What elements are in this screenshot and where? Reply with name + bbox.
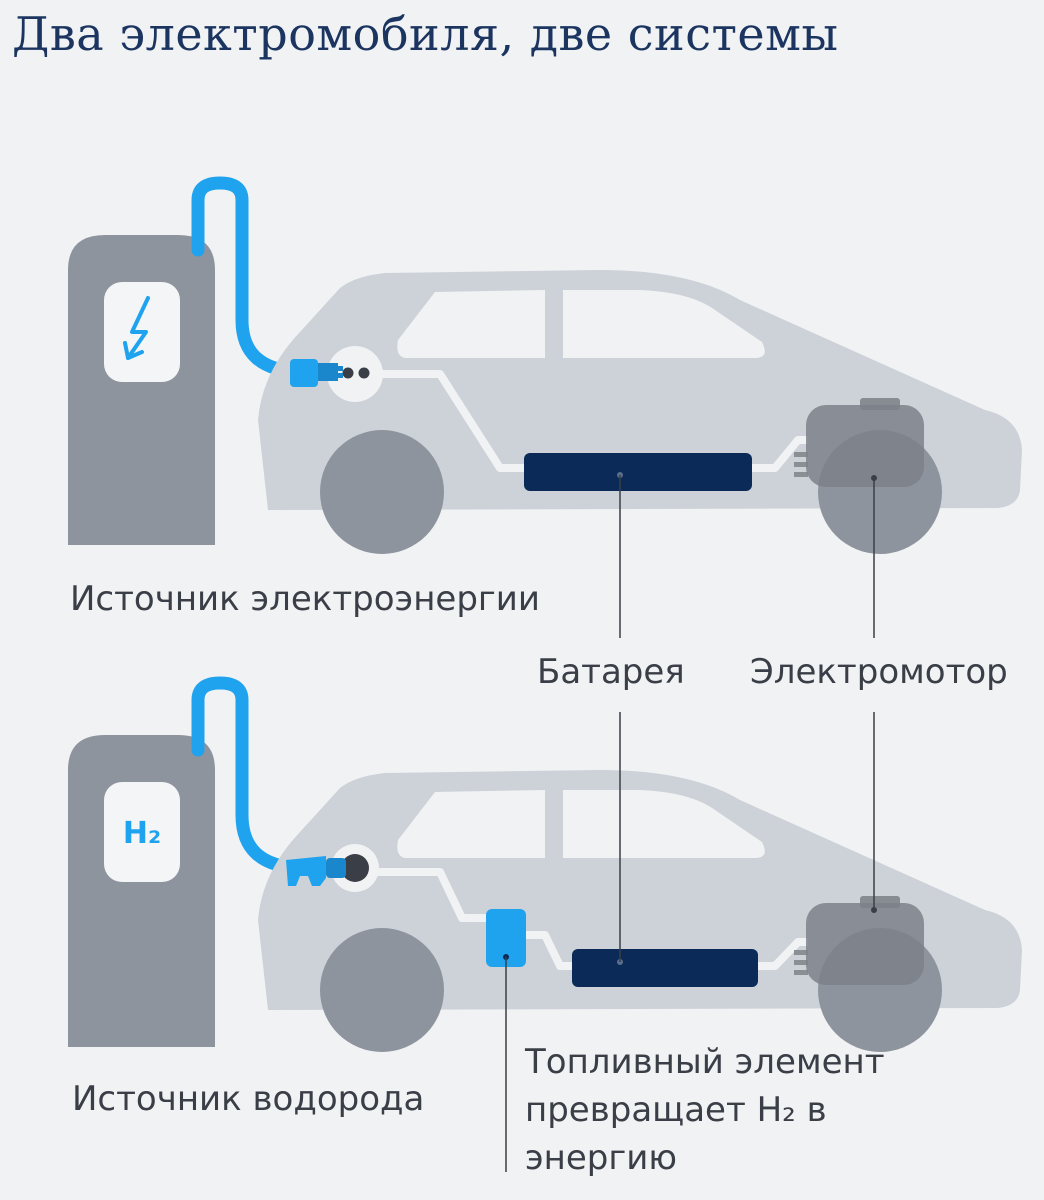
hydrogen-station: [68, 735, 215, 1047]
charging-cable: [191, 176, 307, 379]
fuel-cell-label-line1: Топливный элемент: [524, 1042, 885, 1082]
h2-icon: H₂: [123, 816, 161, 851]
callout-lines: [505, 475, 875, 1172]
hydrogen-source-label: Источник водорода: [72, 1079, 424, 1119]
wiring-harness: [355, 868, 808, 970]
hydrogen-station-icon-box: [104, 782, 180, 882]
electric-plug-icon: [290, 359, 343, 387]
battery-label: Батарея: [537, 652, 685, 692]
electric-source-label: Источник электроэнергии: [70, 579, 540, 619]
battery-pack: [524, 453, 752, 491]
diagram-title: Два электромобиля, две системы: [12, 7, 839, 61]
hydrogen-hose: [191, 676, 307, 875]
front-wheel: [320, 430, 444, 554]
car-front-window: [397, 290, 545, 358]
front-wheel: [320, 928, 444, 1052]
hydrogen-nozzle-icon: [286, 856, 346, 886]
fuel-cell: [486, 909, 526, 967]
car-rear-window: [563, 790, 765, 858]
fuel-cell-ev-group: H₂: [68, 676, 1022, 1052]
fuel-cell-label-line2: превращает H₂ в: [525, 1090, 827, 1130]
battery-ev-group: [68, 176, 1022, 554]
charging-station: [68, 235, 215, 545]
electric-motor-icon: [794, 896, 924, 985]
battery-pack: [572, 949, 758, 987]
car-front-window: [397, 790, 545, 858]
wiring-harness: [355, 370, 808, 472]
fuel-cell-label-line3: энергию: [525, 1138, 677, 1178]
car-rear-window: [563, 290, 765, 358]
electric-motor-icon: [794, 398, 924, 487]
charging-port: [327, 346, 383, 402]
lightning-bolt-icon: [123, 296, 150, 360]
motor-label: Электромотор: [750, 652, 1008, 692]
